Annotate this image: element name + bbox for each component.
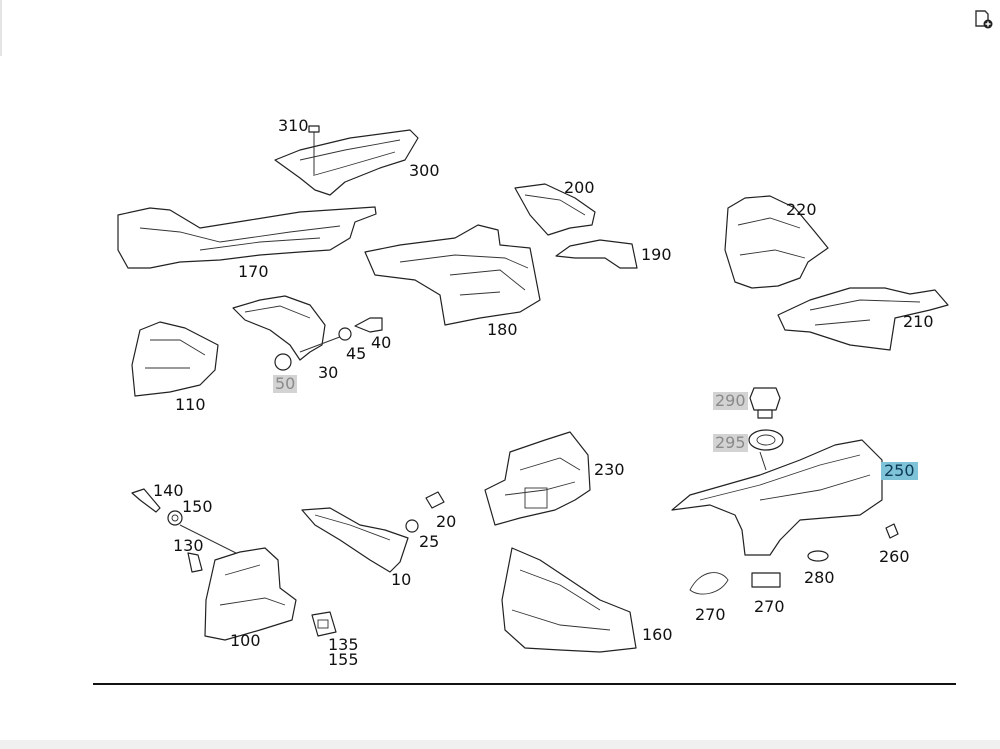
callout-270-left[interactable]: 270 xyxy=(695,605,726,624)
part-10-drawing xyxy=(301,491,445,573)
callout-180[interactable]: 180 xyxy=(487,320,518,339)
callout-160[interactable]: 160 xyxy=(642,625,673,644)
callout-290[interactable]: 290 xyxy=(713,391,748,410)
callout-110[interactable]: 110 xyxy=(175,395,206,414)
callout-260[interactable]: 260 xyxy=(879,547,910,566)
part-135-drawing xyxy=(311,611,337,637)
callout-135[interactable]: 135 xyxy=(328,635,359,654)
part-160-drawing xyxy=(501,547,637,653)
part-110-drawing xyxy=(131,321,219,397)
callout-25[interactable]: 25 xyxy=(419,532,440,551)
callout-10[interactable]: 10 xyxy=(391,570,412,589)
callout-140[interactable]: 140 xyxy=(153,481,184,500)
fasteners-40-45-50 xyxy=(274,317,383,371)
callout-300[interactable]: 300 xyxy=(409,161,440,180)
callout-150[interactable]: 150 xyxy=(182,497,213,516)
part-100-drawing xyxy=(204,547,297,641)
callout-190[interactable]: 190 xyxy=(641,245,672,264)
callout-250[interactable]: 250 xyxy=(881,462,918,480)
callout-30[interactable]: 30 xyxy=(318,363,339,382)
fasteners-290-295 xyxy=(748,387,784,451)
left-panel-edge xyxy=(0,0,2,56)
fasteners-140-150-130 xyxy=(131,488,241,573)
callout-170[interactable]: 170 xyxy=(238,262,269,281)
fasteners-260-280-270 xyxy=(689,523,899,595)
part-250-drawing xyxy=(671,439,883,556)
part-300-drawing xyxy=(274,125,419,196)
part-180-drawing xyxy=(364,224,541,326)
callout-210[interactable]: 210 xyxy=(903,312,934,331)
callout-230[interactable]: 230 xyxy=(594,460,625,479)
part-30-drawing xyxy=(232,295,346,361)
callout-130[interactable]: 130 xyxy=(173,536,204,555)
callout-200[interactable]: 200 xyxy=(564,178,595,197)
callout-155[interactable]: 155 xyxy=(328,650,359,669)
part-170-drawing xyxy=(117,206,377,269)
bottom-scroll-strip xyxy=(0,740,1000,749)
part-230-drawing xyxy=(484,431,591,526)
callout-40[interactable]: 40 xyxy=(371,333,392,352)
part-190-drawing xyxy=(555,239,638,269)
callout-310[interactable]: 310 xyxy=(278,116,309,135)
callout-295[interactable]: 295 xyxy=(713,433,748,452)
callout-220[interactable]: 220 xyxy=(786,200,817,219)
callout-50[interactable]: 50 xyxy=(273,374,298,393)
diagram-bottom-rule xyxy=(93,683,956,685)
callout-45[interactable]: 45 xyxy=(346,344,367,363)
callout-270-right[interactable]: 270 xyxy=(754,597,785,616)
part-200-drawing xyxy=(514,183,596,236)
callout-20[interactable]: 20 xyxy=(436,512,457,531)
part-220-drawing xyxy=(724,195,829,289)
callout-100[interactable]: 100 xyxy=(230,631,261,650)
callout-280[interactable]: 280 xyxy=(804,568,835,587)
part-210-drawing xyxy=(777,287,949,351)
document-add-icon[interactable] xyxy=(972,8,994,30)
